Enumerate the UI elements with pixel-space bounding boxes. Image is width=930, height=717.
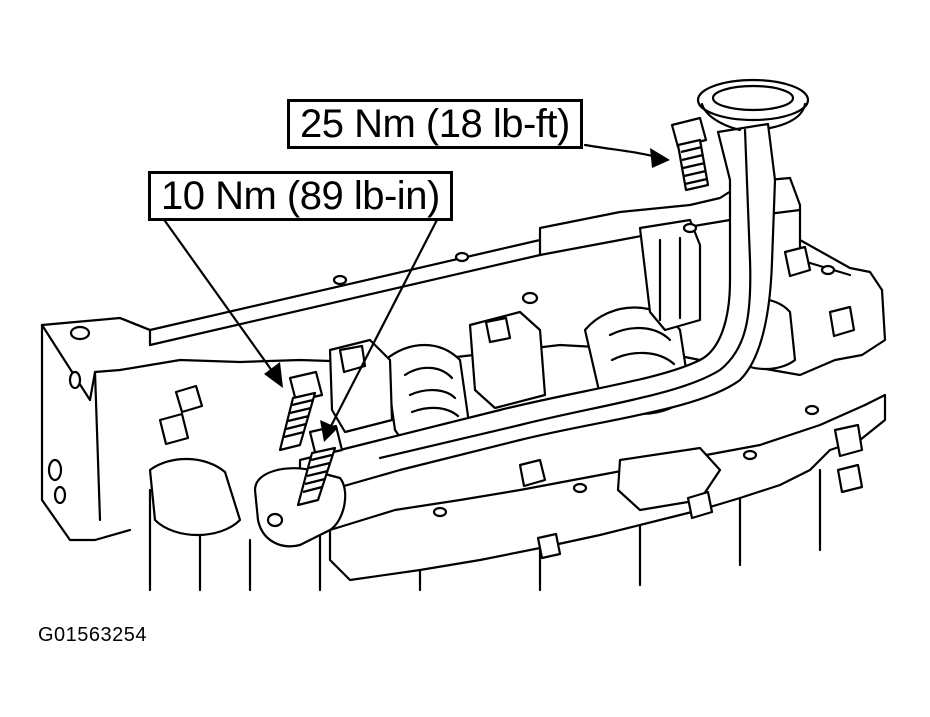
flange-bolts (47, 222, 864, 560)
lower-bolt-right (296, 424, 344, 507)
upper-torque-callout: 25 Nm (18 lb-ft) (287, 99, 583, 149)
upper-bolt (670, 116, 710, 192)
lower-torque-callout: 10 Nm (89 lb-in) (148, 171, 453, 221)
leader-arrows (158, 143, 670, 442)
figure-id: G01563254 (38, 624, 148, 646)
lower-bolt-left (278, 370, 324, 452)
oil-pickup-tube (253, 78, 810, 548)
